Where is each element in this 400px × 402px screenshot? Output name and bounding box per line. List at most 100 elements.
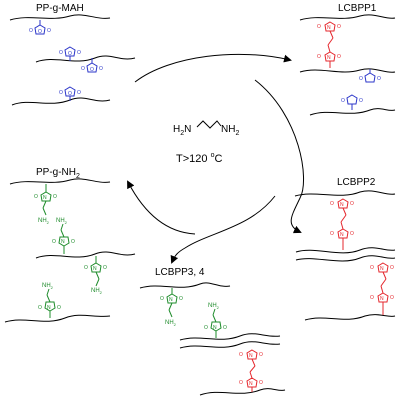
- condition-degree: o: [211, 152, 215, 159]
- imide-crosslink: N N O O O O: [330, 198, 354, 250]
- atom-o: O: [239, 380, 243, 386]
- imide-crosslink: N N O O O O: [239, 349, 263, 392]
- atom-o: O: [103, 265, 107, 271]
- lcbpp34-panel: N O O NH2 N O O NH2 N N O O O O: [139, 282, 286, 396]
- atom-o: O: [317, 54, 321, 60]
- maleic-anhydride-group: O O O: [59, 86, 81, 101]
- polymer-chain: [4, 314, 111, 323]
- atom-n: N: [327, 55, 331, 61]
- svg-text:NH2: NH2: [221, 124, 239, 137]
- reagent-h: H: [173, 124, 180, 135]
- pp-g-mah-panel: O O O O O O O O O O O O: [9, 14, 136, 106]
- atom-o: O: [59, 90, 63, 96]
- atom-o: O: [53, 194, 57, 200]
- atom-o: O: [179, 296, 183, 302]
- atom-o: O: [317, 24, 321, 30]
- atom-o: O: [377, 76, 381, 82]
- atom-o: O: [370, 295, 374, 301]
- arrow-to-lcbpp2: [254, 79, 305, 234]
- polymer-chain: [179, 341, 281, 349]
- atom-o: O: [390, 295, 394, 301]
- imide-crosslink: N N O O O O: [317, 21, 341, 68]
- atom-o: O: [52, 239, 56, 245]
- atom-o: O: [239, 352, 243, 358]
- lcbpp1-label: LCBPP1: [338, 3, 377, 14]
- aminated-imide-group: N O O NH2: [38, 283, 61, 318]
- atom-o: O: [160, 296, 164, 302]
- aminated-imide-group: N O O NH2: [84, 256, 107, 295]
- maleic-anhydride-group: O O O: [81, 58, 103, 73]
- atom-o: O: [29, 28, 33, 34]
- polymer-chain: [304, 314, 396, 321]
- maleic-anhydride-group: O O: [359, 69, 381, 83]
- atom-nh2: NH2: [42, 283, 54, 290]
- polymer-chain: [9, 178, 111, 185]
- polymer-chain: [309, 108, 396, 116]
- atom-o: O: [359, 76, 363, 82]
- polymer-chain: [35, 251, 136, 259]
- reagent-ethylenediamine: H2N NH2: [173, 120, 239, 137]
- maleic-anhydride-group: O O O: [59, 46, 81, 61]
- polymer-chain: [11, 97, 111, 106]
- maleic-anhydride-group: O O: [341, 94, 363, 110]
- aminated-imide-group: N O O NH2: [34, 184, 57, 225]
- condition-unit: C: [214, 153, 222, 165]
- atom-o: O: [90, 67, 94, 73]
- atom-n: N: [169, 297, 173, 303]
- polymer-chain: [299, 14, 396, 21]
- maleic-anhydride-group: O O O: [29, 20, 51, 35]
- atom-o: O: [59, 50, 63, 56]
- atom-o: O: [34, 194, 38, 200]
- polymer-chain: [9, 14, 111, 21]
- atom-o: O: [223, 325, 227, 331]
- pp-g-nh2-label: PP-g-NH2: [36, 167, 80, 180]
- atom-n: N: [249, 381, 253, 387]
- atom-n: N: [380, 296, 384, 302]
- reagent-nh-sub: 2: [235, 130, 239, 137]
- atom-o: O: [350, 201, 354, 207]
- atom-o: O: [81, 66, 85, 72]
- atom-nh2: NH2: [91, 288, 103, 295]
- lcbpp1-panel: N N O O O O O O O O: [299, 14, 396, 116]
- polymer-chain: [295, 255, 396, 262]
- reagent-h-sub: 2: [180, 130, 184, 137]
- atom-o: O: [77, 90, 81, 96]
- atom-o: O: [341, 98, 345, 104]
- atom-o: O: [330, 231, 334, 237]
- reagent-nh: NH: [221, 124, 235, 135]
- atom-o: O: [350, 231, 354, 237]
- atom-o: O: [77, 50, 81, 56]
- reaction-condition: T>120 oC: [176, 152, 222, 165]
- atom-o: O: [259, 352, 263, 358]
- pp-g-nh2-subscript: 2: [76, 173, 80, 180]
- reagent-chain-bonds: [196, 120, 222, 129]
- lcbpp34-label: LCBPP3, 4: [155, 267, 205, 278]
- atom-n: N: [340, 202, 344, 208]
- arrow-to-lcbpp34: [170, 195, 276, 264]
- atom-n: N: [340, 232, 344, 238]
- atom-n: N: [43, 195, 47, 201]
- aminated-imide-group: N O O NH2: [160, 288, 183, 327]
- atom-o: O: [359, 98, 363, 104]
- lcbpp2-panel: N N O O O O N N O O O O: [294, 190, 396, 321]
- lcbpp2-label: LCBPP2: [337, 177, 376, 188]
- atom-o: O: [38, 305, 42, 311]
- atom-nh2: NH2: [208, 303, 220, 310]
- atom-n: N: [249, 353, 253, 359]
- atom-n: N: [327, 25, 331, 31]
- atom-o: O: [204, 325, 208, 331]
- condition-text: T>120: [176, 153, 211, 165]
- atom-n: N: [380, 266, 384, 272]
- atom-o: O: [71, 239, 75, 245]
- polymer-chain: [139, 282, 231, 289]
- atom-o: O: [337, 24, 341, 30]
- svg-text:H2N: H2N: [173, 124, 191, 137]
- pp-g-nh2-panel: N O O NH2 N O O NH2 N O O NH2 N: [4, 178, 136, 323]
- atom-o: O: [330, 201, 334, 207]
- atom-o: O: [84, 265, 88, 271]
- aminated-imide-group: N O O NH2: [52, 218, 75, 254]
- aminated-imide-group: N O O NH2: [204, 303, 227, 338]
- atom-o: O: [57, 305, 61, 311]
- atom-o: O: [259, 380, 263, 386]
- atom-o: O: [68, 91, 72, 97]
